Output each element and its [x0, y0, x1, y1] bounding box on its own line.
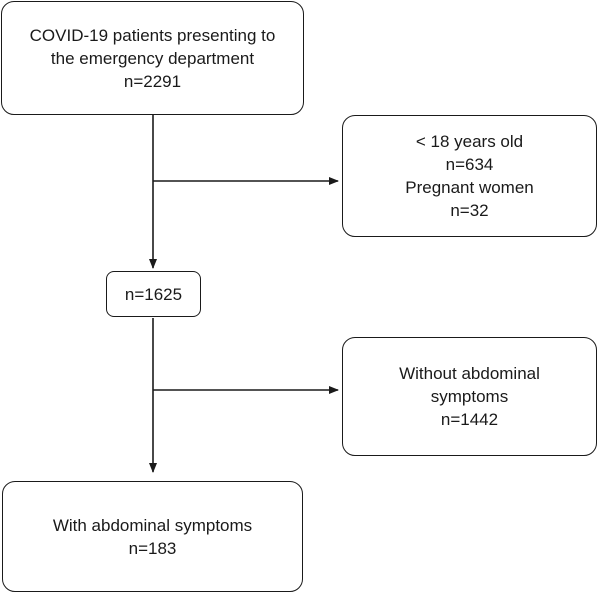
- start-line2: the emergency department: [50, 48, 255, 68]
- start-count: n=2291: [123, 71, 182, 91]
- exclusion-no-abdominal-line1: Without abdominal: [399, 364, 540, 383]
- mid-count: n=1625: [124, 284, 183, 304]
- final-count: n=183: [128, 538, 177, 558]
- mid-box: n=1625: [106, 271, 201, 317]
- exclusion-age-count: n=634: [445, 155, 494, 174]
- final-box: With abdominal symptoms n=183: [2, 481, 303, 592]
- exclusion-box-no-abdominal: Without abdominal symptoms n=1442: [342, 337, 597, 456]
- exclusion-pregnant-count: n=32: [450, 201, 489, 220]
- exclusion-no-abdominal-line2: symptoms: [430, 387, 509, 406]
- exclusion-age-label: < 18 years old: [415, 132, 524, 151]
- start-line1: COVID-19 patients presenting to: [29, 25, 276, 45]
- exclusion-no-abdominal-count: n=1442: [440, 410, 499, 429]
- start-box: COVID-19 patients presenting to the emer…: [1, 1, 304, 115]
- final-label: With abdominal symptoms: [52, 515, 253, 535]
- exclusion-pregnant-label: Pregnant women: [405, 178, 534, 197]
- exclusion-box-age-pregnancy: < 18 years old n=634 Pregnant women n=32: [342, 115, 597, 237]
